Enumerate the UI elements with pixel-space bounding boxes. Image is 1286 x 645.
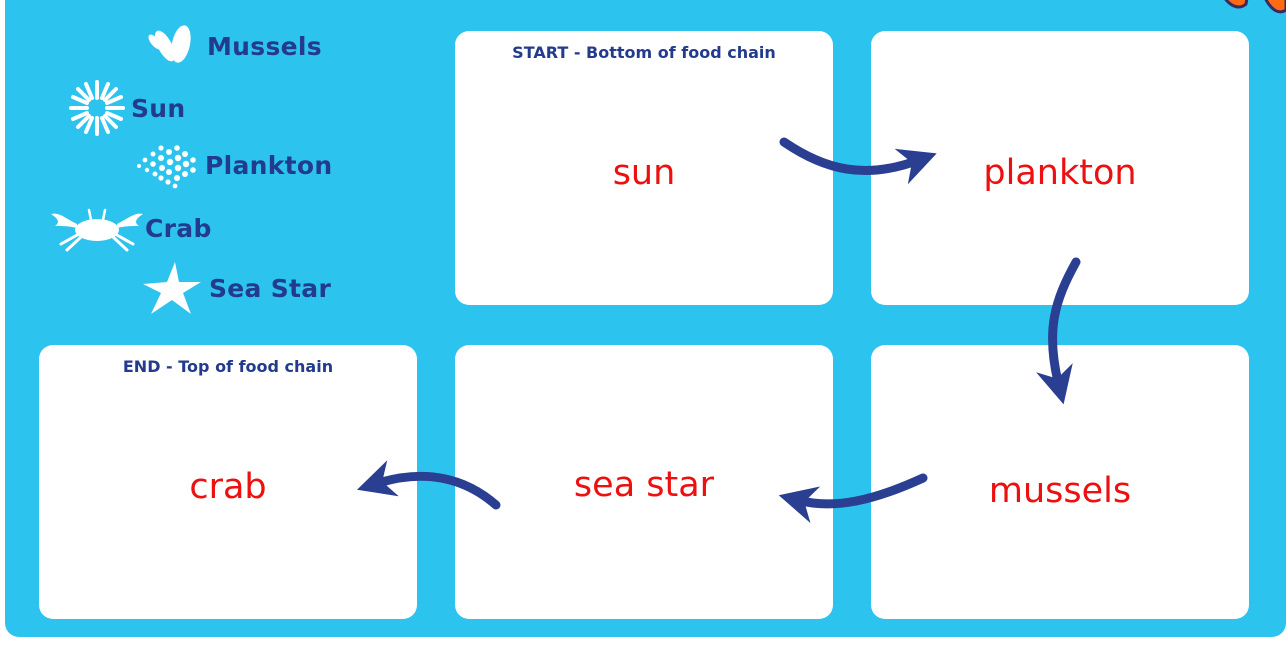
- crab-icon: [51, 208, 143, 252]
- worksheet-board: Mussels Sun: [5, 0, 1286, 637]
- plankton-dots-icon: [137, 145, 196, 189]
- card-caption: START - Bottom of food chain: [512, 43, 776, 62]
- sea-star-icon: [143, 262, 201, 314]
- food-chain-card-start: START - Bottom of food chain sun: [455, 31, 833, 305]
- card-answer: mussels: [988, 471, 1132, 511]
- card-caption: END - Top of food chain: [122, 357, 334, 376]
- arrow-mussels-to-sea-star: [778, 473, 928, 524]
- arrow-plankton-to-mussels: [1036, 257, 1081, 405]
- sun-icon: [69, 80, 125, 136]
- legend-label: Sea Star: [209, 273, 332, 303]
- food-chain-card-4: sea star: [455, 345, 833, 619]
- arrow-sun-to-plankton: [779, 137, 937, 185]
- card-answer: plankton: [983, 153, 1137, 193]
- decorative-sea-creature-icon: [1224, 0, 1286, 14]
- legend-label: Sun: [131, 93, 186, 123]
- card-answer: sun: [612, 153, 676, 193]
- arrow-sea-star-to-crab: [356, 460, 501, 510]
- legend-label: Mussels: [207, 31, 322, 61]
- food-chain-card-end: END - Top of food chain crab: [39, 345, 417, 619]
- legend-item-sun: Sun: [69, 80, 186, 136]
- legend-item-mussels: Mussels: [147, 24, 322, 68]
- card-answer: crab: [189, 467, 267, 507]
- legend-item-sea-star: Sea Star: [141, 260, 331, 316]
- legend-item-crab: Crab: [47, 204, 212, 252]
- mussel-shells-icon: [148, 25, 191, 63]
- legend-label: Crab: [145, 213, 212, 243]
- legend-label: Plankton: [205, 150, 333, 180]
- card-answer: sea star: [573, 465, 715, 505]
- legend-item-plankton: Plankton: [133, 140, 333, 190]
